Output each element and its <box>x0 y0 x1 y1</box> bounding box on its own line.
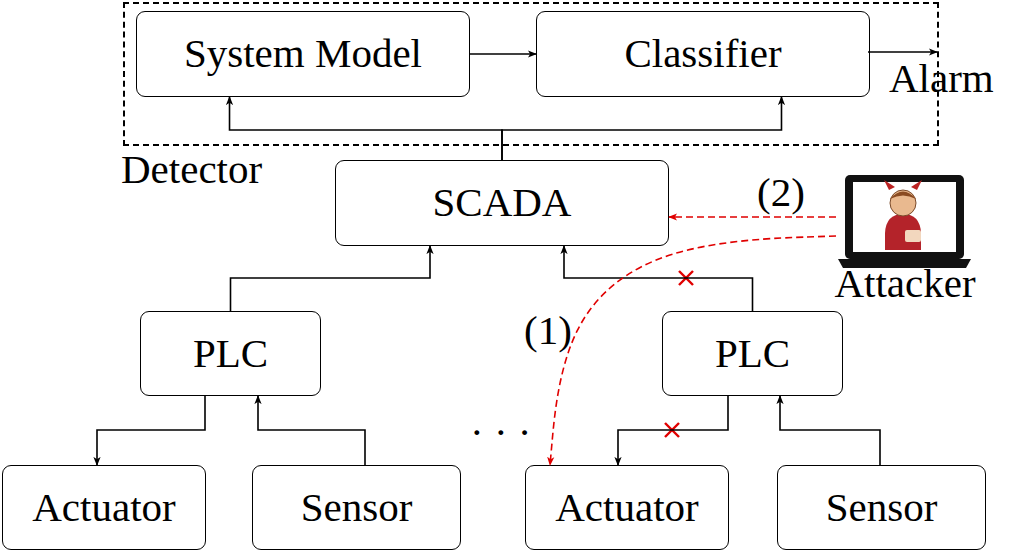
node-label: SCADA <box>433 180 572 225</box>
signal-line <box>564 246 753 311</box>
signal-line <box>618 396 728 465</box>
sensor-box: Sensor <box>777 465 986 550</box>
attacker-node: Attacker <box>836 172 974 302</box>
node-label: Detector <box>121 147 262 192</box>
plc-box: PLC <box>662 311 843 396</box>
signal-line <box>97 396 205 465</box>
node-label: Sensor <box>301 485 413 530</box>
signal-line <box>470 53 536 55</box>
ellipsis: · · · <box>470 412 531 453</box>
signal-line <box>258 396 365 465</box>
classifier-box: Classifier <box>536 11 870 97</box>
actuator-box: Actuator <box>525 465 729 550</box>
attack-path <box>669 216 836 218</box>
attack-path <box>550 236 836 465</box>
node-label: Actuator <box>555 485 698 530</box>
signal-line <box>780 396 880 465</box>
cut-mark <box>679 271 693 285</box>
callout-number: (1) <box>524 310 572 351</box>
signal-line <box>231 246 431 311</box>
scada-box: SCADA <box>335 160 669 246</box>
node-label: Sensor <box>826 485 938 530</box>
node-label: PLC <box>193 331 268 376</box>
node-label: Classifier <box>624 31 781 76</box>
signal-line <box>502 97 781 160</box>
output-label: Alarm <box>889 58 994 99</box>
node-label: Attacker <box>834 261 975 306</box>
callout-number: (2) <box>757 172 805 213</box>
actuator-box: Actuator <box>2 465 206 550</box>
plc-box: PLC <box>140 311 321 396</box>
node-label: System Model <box>184 31 422 76</box>
alarm-arrow <box>868 51 937 53</box>
detector-group: DetectorSystem ModelClassifier <box>123 2 939 146</box>
node-label: Actuator <box>32 485 175 530</box>
laptop-icon <box>838 175 971 268</box>
cut-mark <box>665 423 679 437</box>
model-box: System Model <box>136 11 470 97</box>
node-label: PLC <box>715 331 790 376</box>
signal-line <box>230 97 502 160</box>
sensor-box: Sensor <box>252 465 461 550</box>
